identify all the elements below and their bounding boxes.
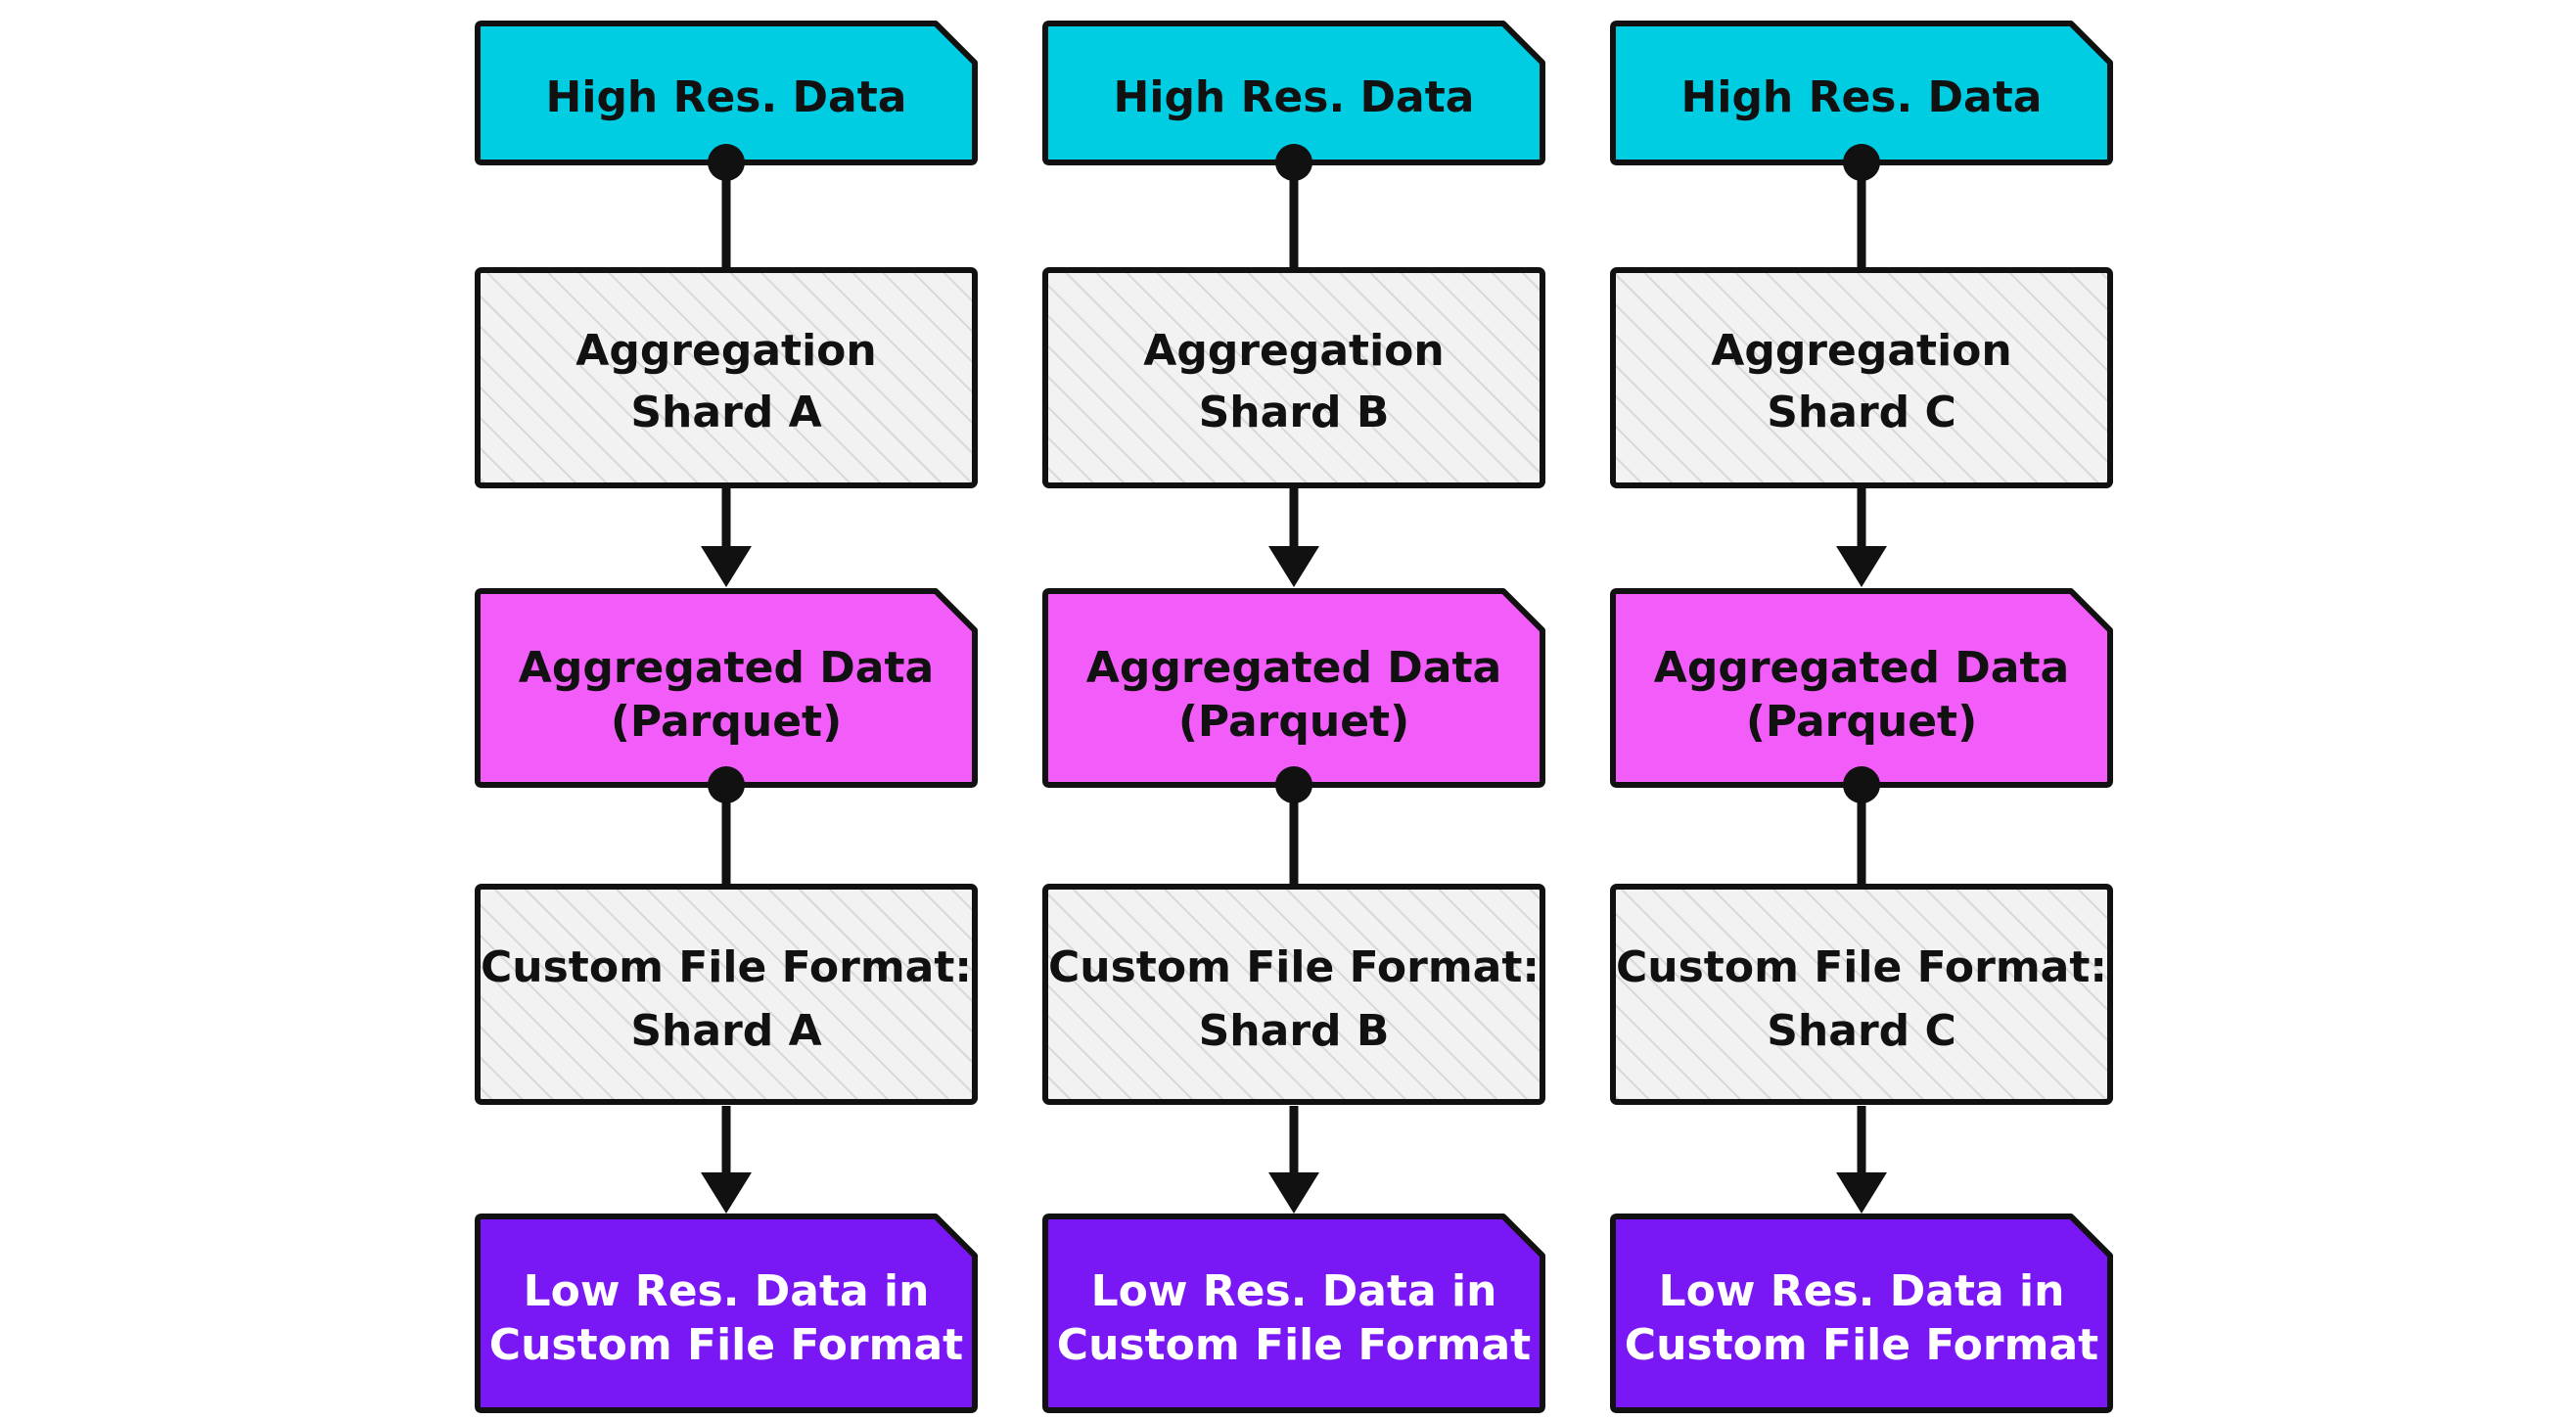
connector-custom-format-to-low-res-arrowhead [701, 1172, 752, 1214]
connector-high-res-to-aggregation-dot [1275, 144, 1312, 181]
low-res-label-line-1: Low Res. Data in [1659, 1266, 2065, 1316]
low-res-label-line-2: Custom File Format [1057, 1320, 1531, 1370]
aggregation-label-line-2: Shard C [1767, 388, 1956, 437]
connector-high-res-to-aggregation [708, 144, 745, 270]
connector-aggregation-to-aggregated-arrowhead [1268, 546, 1319, 587]
connector-aggregated-to-custom-format-dot [708, 766, 745, 803]
custom-format-shape [475, 884, 978, 1105]
connector-aggregated-to-custom-format [1275, 766, 1312, 887]
connector-custom-format-to-low-res [1268, 1106, 1319, 1214]
aggregated-label-line-1: Aggregated Data [1086, 643, 1501, 693]
high-res-label-line-1: High Res. Data [546, 72, 907, 122]
high-res-label-line-1: High Res. Data [1681, 72, 2043, 122]
aggregation-label-line-1: Aggregation [1711, 326, 2011, 376]
connector-aggregation-to-aggregated [1268, 485, 1319, 587]
connector-custom-format-to-low-res [1836, 1106, 1887, 1214]
custom-format-node: Custom File Format: Shard C [1610, 884, 2113, 1105]
high-res-node: High Res. Data [1042, 21, 1545, 165]
high-res-label-line-1: High Res. Data [1114, 72, 1475, 122]
connector-custom-format-to-low-res-arrowhead [1836, 1172, 1887, 1214]
custom-format-label-line-2: Shard B [1199, 1006, 1390, 1056]
low-res-label-line-2: Custom File Format [1625, 1320, 2098, 1370]
aggregated-label-line-1: Aggregated Data [1654, 643, 2069, 693]
connector-custom-format-to-low-res-arrowhead [1268, 1172, 1319, 1214]
custom-format-node: Custom File Format: Shard B [1042, 884, 1545, 1105]
aggregation-label-line-1: Aggregation [575, 326, 876, 376]
connector-aggregated-to-custom-format [708, 766, 745, 887]
connector-aggregated-to-custom-format-dot [1843, 766, 1880, 803]
aggregated-shape [475, 588, 978, 788]
aggregated-node: Aggregated Data(Parquet) [475, 588, 978, 788]
connector-aggregated-to-custom-format-dot [1275, 766, 1312, 803]
low-res-label-line-1: Low Res. Data in [524, 1266, 930, 1316]
high-res-shape [1610, 21, 2113, 165]
low-res-shape [1042, 1214, 1545, 1413]
high-res-node: High Res. Data [1610, 21, 2113, 165]
connector-high-res-to-aggregation-dot [1843, 144, 1880, 181]
custom-format-node: Custom File Format: Shard A [475, 884, 978, 1105]
connector-aggregation-to-aggregated [1836, 485, 1887, 587]
custom-format-label-line-1: Custom File Format: [1048, 942, 1540, 992]
aggregation-shape [1042, 267, 1545, 488]
connector-high-res-to-aggregation [1275, 144, 1312, 270]
aggregated-label-line-2: (Parquet) [1178, 697, 1409, 747]
custom-format-label-line-2: Shard A [630, 1006, 821, 1056]
connector-custom-format-to-low-res [701, 1106, 752, 1214]
custom-format-label-line-1: Custom File Format: [1616, 942, 2107, 992]
low-res-label-line-2: Custom File Format [489, 1320, 963, 1370]
high-res-node: High Res. Data [475, 21, 978, 165]
aggregation-shape [475, 267, 978, 488]
aggregation-shape [1610, 267, 2113, 488]
custom-format-shape [1042, 884, 1545, 1105]
aggregation-label-line-2: Shard A [630, 388, 821, 437]
custom-format-label-line-2: Shard C [1767, 1006, 1956, 1056]
low-res-shape [475, 1214, 978, 1413]
aggregated-shape [1042, 588, 1545, 788]
aggregated-node: Aggregated Data(Parquet) [1042, 588, 1545, 788]
high-res-shape [475, 21, 978, 165]
connector-aggregation-to-aggregated [701, 485, 752, 587]
aggregated-label-line-2: (Parquet) [611, 697, 842, 747]
aggregation-label-line-2: Shard B [1199, 388, 1390, 437]
low-res-label-line-1: Low Res. Data in [1091, 1266, 1497, 1316]
connector-aggregation-to-aggregated-arrowhead [1836, 546, 1887, 587]
connector-high-res-to-aggregation-dot [708, 144, 745, 181]
high-res-shape [1042, 21, 1545, 165]
aggregated-label-line-2: (Parquet) [1746, 697, 1977, 747]
aggregated-label-line-1: Aggregated Data [519, 643, 934, 693]
connector-aggregation-to-aggregated-arrowhead [701, 546, 752, 587]
aggregated-node: Aggregated Data(Parquet) [1610, 588, 2113, 788]
connector-aggregated-to-custom-format [1843, 766, 1880, 887]
low-res-shape [1610, 1214, 2113, 1413]
connector-high-res-to-aggregation [1843, 144, 1880, 270]
custom-format-shape [1610, 884, 2113, 1105]
custom-format-label-line-1: Custom File Format: [481, 942, 972, 992]
aggregated-shape [1610, 588, 2113, 788]
aggregation-label-line-1: Aggregation [1143, 326, 1444, 376]
